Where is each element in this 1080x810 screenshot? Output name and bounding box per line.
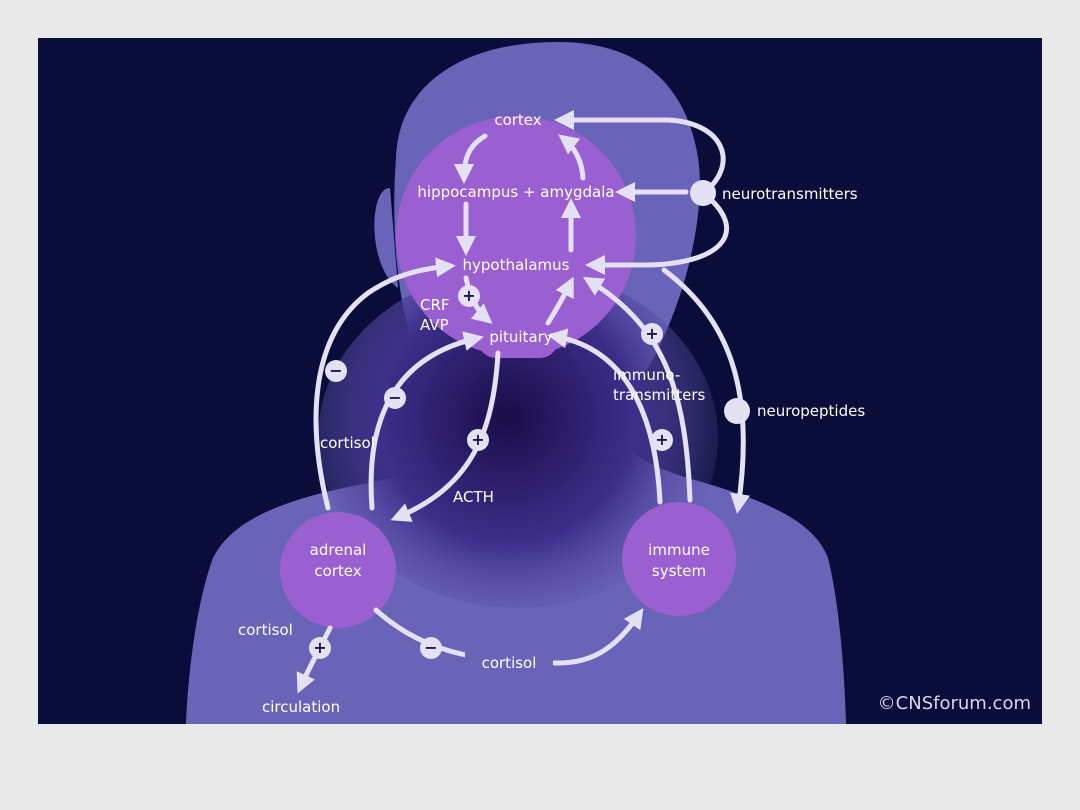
label-immune: immune (648, 541, 710, 559)
label-neurotransmitters: neurotransmitters (722, 185, 858, 203)
label-pituitary: pituitary (489, 328, 552, 346)
svg-text:+: + (471, 430, 484, 449)
label-avp: AVP (420, 316, 449, 334)
sign-immuno-lower: + (651, 429, 673, 451)
arrow-pituitary-to-hypothalamus (545, 276, 574, 326)
svg-text:+: + (645, 324, 658, 343)
pituitary-region (478, 318, 558, 358)
label-immuno: immuno- (613, 366, 680, 384)
label-neuropeptides: neuropeptides (757, 402, 865, 420)
svg-text:+: + (655, 430, 668, 449)
label-transmitters: transmitters (613, 386, 705, 404)
arrow-hypothalamus-to-neuropeptides (661, 267, 750, 514)
label-adrenal: adrenal (310, 541, 367, 559)
svg-text:−: − (388, 388, 401, 407)
label-circulation: circulation (262, 698, 340, 716)
immune-system-node (622, 502, 736, 616)
credit-text: ©CNSforum.com (878, 693, 1031, 714)
sign-acth: + (467, 429, 489, 451)
sign-crf-avp: + (458, 285, 480, 307)
arrow-neurotransmitters-to-hypothalamus (585, 190, 730, 275)
sign-cortisol-circulation: + (309, 637, 331, 659)
sign-immuno-upper: + (641, 323, 663, 345)
neck-shadow (318, 268, 718, 608)
label-cortisol-bottom: cortisol (482, 654, 537, 672)
neurotransmitters-dot (690, 180, 716, 206)
label-cortisol-left: cortisol (320, 434, 375, 452)
hpa-axis-diagram: + + + + − − − (38, 38, 1042, 724)
label-acth: ACTH (453, 488, 494, 506)
arrow-immune-to-hypothalamus (582, 276, 693, 503)
neuropeptides-dot (724, 398, 750, 424)
label-cortex: cortex (494, 111, 541, 129)
sign-cortisol-left-outer: − (325, 360, 347, 382)
ear-left (374, 188, 398, 288)
arrow-cortex-to-hippocampus (454, 133, 488, 184)
diagram-panel: + + + + − − − (38, 38, 1042, 724)
cortisol-bottom-box (465, 650, 553, 674)
label-cortisol-lower: cortisol (238, 621, 293, 639)
svg-text:−: − (329, 361, 342, 380)
label-hypothalamus: hypothalamus (463, 256, 570, 274)
arrow-neurotransmitters-to-cortex (554, 110, 726, 196)
arrow-cortisol-outer-to-hypothalamus (313, 257, 456, 511)
svg-text:+: + (313, 638, 326, 657)
label-hippocampus-amygdala: hippocampus + amygdala (417, 183, 614, 201)
adrenal-cortex-node (280, 512, 396, 628)
sign-cortisol-to-immune: − (420, 637, 442, 659)
sign-cortisol-left-inner: − (384, 387, 406, 409)
arrow-pituitary-to-adrenal (390, 350, 501, 522)
label-immune-system: system (652, 562, 706, 580)
arrow-amygdala-to-cortex (558, 134, 586, 181)
label-crf: CRF (420, 296, 450, 314)
svg-text:−: − (424, 638, 437, 657)
arrow-immune-to-pituitary (547, 328, 663, 505)
svg-text:+: + (462, 286, 475, 305)
label-adrenal-cortex: cortex (314, 562, 361, 580)
